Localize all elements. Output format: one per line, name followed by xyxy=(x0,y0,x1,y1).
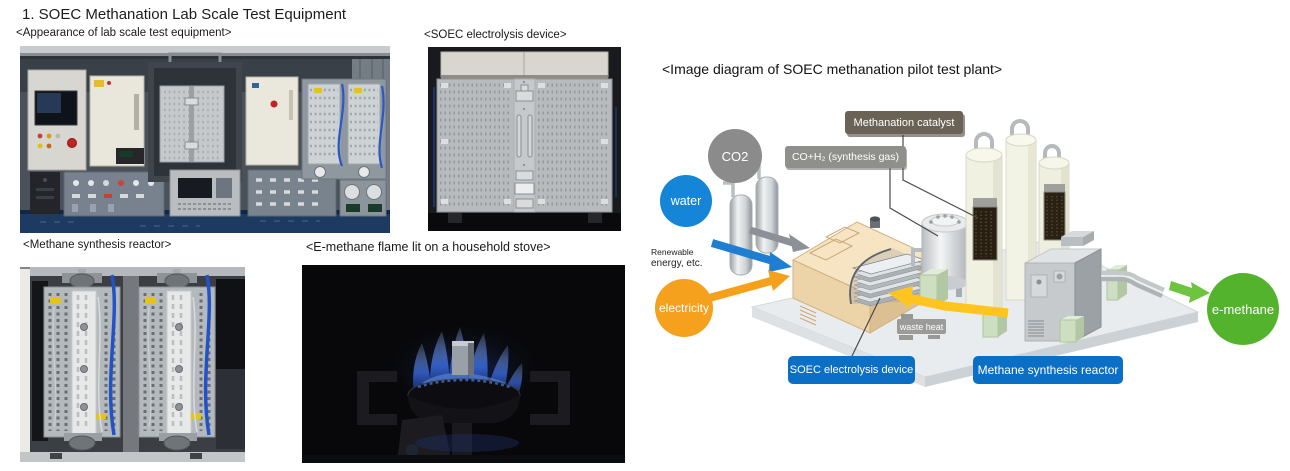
methane-reactor-badge: Methane synthesis reactor xyxy=(973,356,1123,384)
insulated-reactors xyxy=(301,78,387,180)
e-methane-node: e-methane xyxy=(1207,273,1279,345)
plant-diagram xyxy=(700,119,1210,387)
renewable-note-line1: Renewable xyxy=(651,247,694,257)
photo-electrolysis-device xyxy=(428,47,621,231)
column-middle xyxy=(1005,119,1037,301)
electrolysis-device-illustration xyxy=(428,47,621,231)
synthesis-gas-label: CO+H₂ (synthesis gas) xyxy=(791,151,900,163)
methane-reactor-illustration xyxy=(20,267,245,462)
electricity-node: electricity xyxy=(655,279,713,337)
waste-heat-nub-bottom-left xyxy=(899,335,913,340)
caption-flame: <E-methane flame lit on a household stov… xyxy=(306,240,551,254)
water-node: water xyxy=(660,175,712,227)
trivet-arms xyxy=(357,371,570,463)
lab-equipment-illustration xyxy=(20,46,390,233)
page-title: 1. SOEC Methanation Lab Scale Test Equip… xyxy=(22,6,347,23)
co2-feed-arrow xyxy=(748,226,810,252)
caption-methane-reactor: <Methane synthesis reactor> xyxy=(23,239,172,251)
water-feed-arrow xyxy=(710,239,792,272)
photo-lab-equipment xyxy=(20,46,390,233)
renewable-note-line2: energy, etc. xyxy=(651,258,703,269)
water-label: water xyxy=(670,194,702,208)
center-furnace xyxy=(148,52,242,182)
methanation-catalyst-label: Methanation catalyst xyxy=(853,116,955,129)
control-cabinet xyxy=(27,69,87,171)
waste-heat-arrow xyxy=(888,286,1009,318)
soec-device-badge-label: SOEC electrolysis device xyxy=(789,364,914,376)
caption-lab-equipment: <Appearance of lab scale test equipment> xyxy=(16,27,232,39)
center-latch-strip xyxy=(513,78,536,213)
e-methane-label: e-methane xyxy=(1211,301,1275,317)
waste-heat-nub-top xyxy=(901,314,913,319)
column-left-catalyst xyxy=(965,132,1003,313)
instrument-rack xyxy=(169,169,241,217)
valve-panel xyxy=(63,171,165,217)
right-cabinet xyxy=(245,76,299,166)
waste-heat-tag: waste heat xyxy=(897,319,946,334)
waste-heat-label: waste heat xyxy=(899,321,944,332)
waste-heat-nub-bottom-right xyxy=(928,335,940,339)
photo-methane-reactor xyxy=(20,267,245,462)
soec-device-badge: SOEC electrolysis device xyxy=(788,356,915,384)
electricity-feed-arrow xyxy=(700,270,790,304)
electricity-label: electricity xyxy=(658,301,709,315)
diagram-title: <Image diagram of SOEC methanation pilot… xyxy=(662,61,1003,77)
caption-electrolysis-device: <SOEC electrolysis device> xyxy=(424,29,567,41)
synthesis-gas-tag: CO+H₂ (synthesis gas) xyxy=(785,146,906,168)
recorder-panel xyxy=(339,179,387,217)
co2-label: CO2 xyxy=(721,148,749,164)
methane-reactor-badge-label: Methane synthesis reactor xyxy=(977,363,1119,377)
methanation-catalyst-tag: Methanation catalyst xyxy=(845,111,963,134)
reactor-column xyxy=(43,269,121,451)
flame-illustration xyxy=(302,265,625,463)
product-pipes xyxy=(1101,270,1165,299)
co2-node: CO2 xyxy=(708,129,762,183)
photo-flame xyxy=(302,265,625,463)
furnace-box xyxy=(89,75,145,167)
perforated-doors xyxy=(436,78,613,213)
renewable-energy-note: Renewable energy, etc. xyxy=(651,246,703,270)
e-methane-arrow xyxy=(1169,281,1210,303)
